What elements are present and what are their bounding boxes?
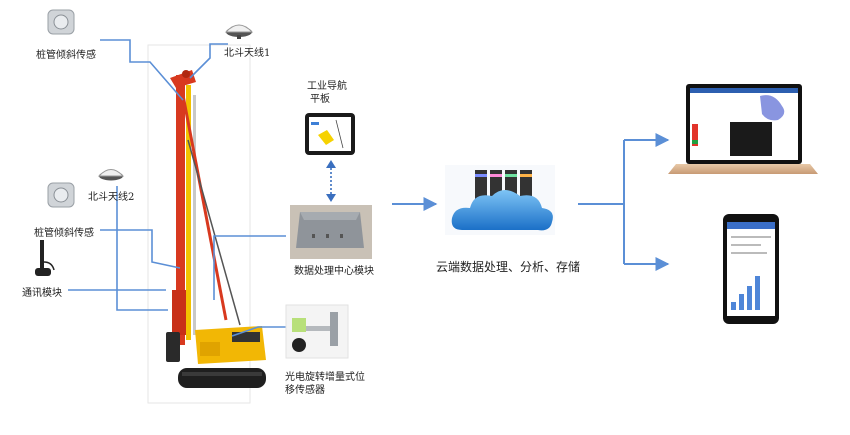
rig-frame bbox=[147, 44, 251, 404]
connector-lines bbox=[68, 39, 288, 337]
label-tilt-sensor-top: 桩管倾斜传感 bbox=[36, 50, 96, 61]
label-comm-module: 通讯模块 bbox=[22, 288, 62, 299]
comm-module-icon bbox=[35, 240, 55, 276]
label-cloud: 云端数据处理、分析、存储 bbox=[436, 260, 581, 274]
beidou-antenna-2-icon bbox=[97, 169, 125, 181]
industrial-tablet-icon bbox=[305, 113, 355, 155]
tilt-sensor-top-icon bbox=[47, 9, 75, 35]
laptop-icon bbox=[668, 84, 818, 174]
label-encoder-line1: 光电旋转增量式位 bbox=[285, 372, 365, 383]
beidou-antenna-1-icon bbox=[224, 24, 254, 39]
pile-driver-rig bbox=[166, 70, 266, 388]
label-beidou-antenna-1: 北斗天线1 bbox=[224, 48, 271, 59]
tilt-sensor-mid-icon bbox=[47, 182, 75, 208]
label-encoder-line2: 移传感器 bbox=[285, 385, 325, 396]
label-beidou-antenna-2: 北斗天线2 bbox=[88, 192, 135, 203]
label-data-center-module: 数据处理中心模块 bbox=[294, 266, 374, 277]
label-tilt-sensor-mid: 桩管倾斜传感 bbox=[34, 228, 94, 239]
data-center-module-icon bbox=[290, 205, 372, 259]
encoder-sensor-icon bbox=[285, 304, 349, 359]
label-encoder-sensor: 光电旋转增量式位 移传感器 bbox=[285, 371, 365, 397]
arrow-branch bbox=[578, 140, 625, 264]
phone-icon bbox=[723, 214, 779, 324]
cloud-server-icon bbox=[445, 165, 555, 235]
label-industrial-tablet-line1: 工业导航 bbox=[307, 81, 347, 92]
label-industrial-tablet-line2: 平板 bbox=[310, 94, 330, 105]
label-industrial-tablet: 工业导航 平板 bbox=[307, 80, 347, 106]
